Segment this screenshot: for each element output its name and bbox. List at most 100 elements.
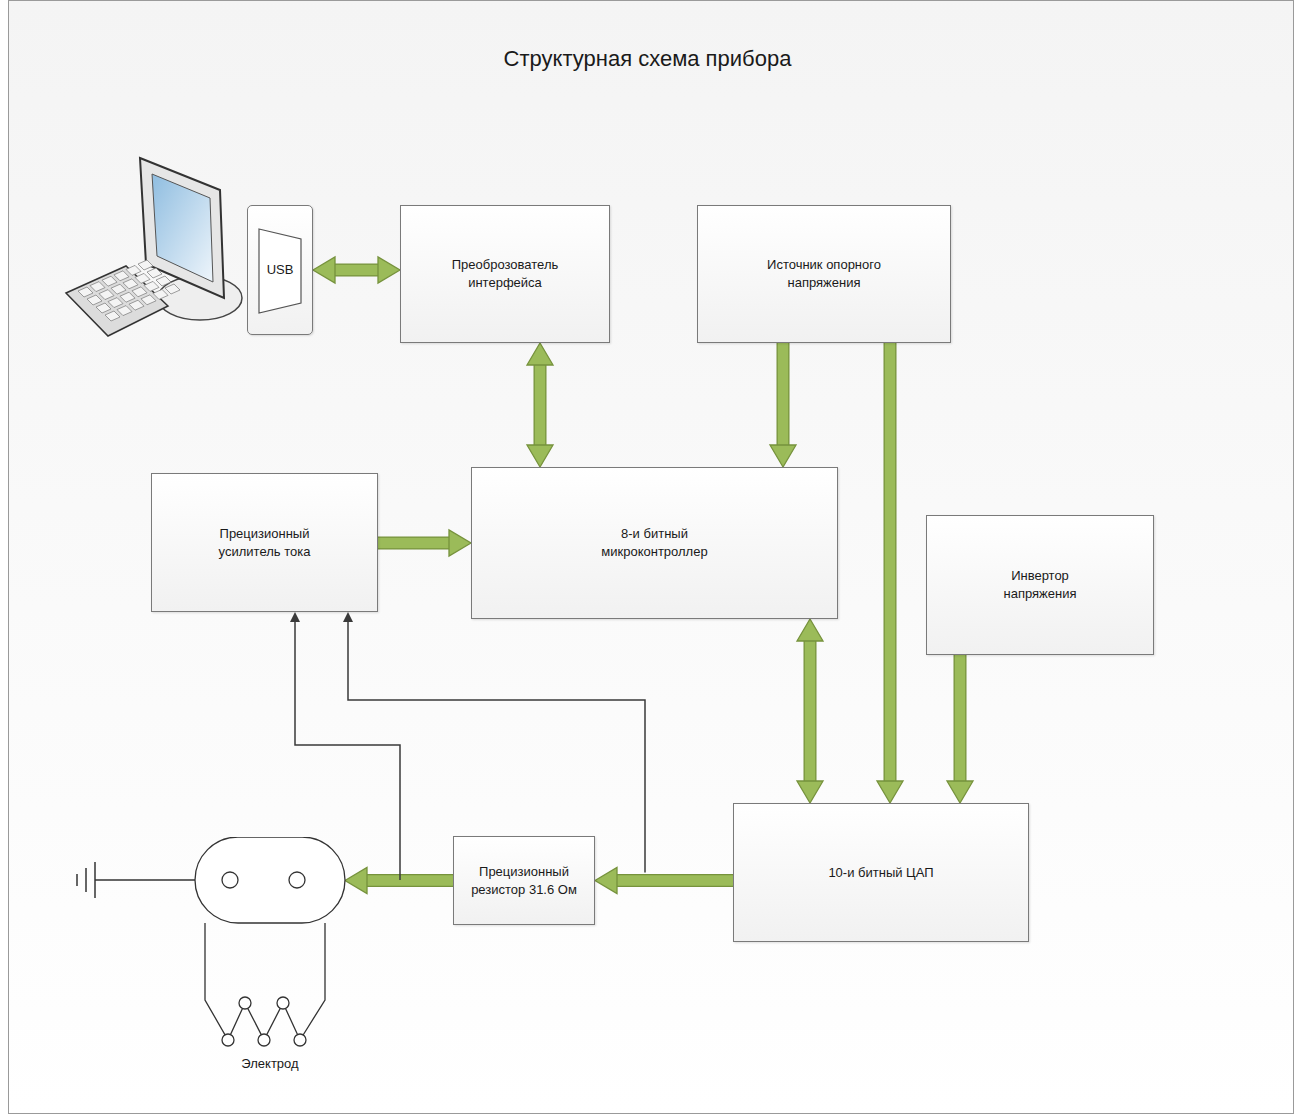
keyboard-key: [108, 298, 123, 308]
ground-bar: [94, 862, 96, 898]
bus-arrow-outline: [954, 655, 967, 783]
bus-arrow-shaft: [805, 639, 816, 783]
arrow-head: [313, 257, 335, 283]
signal-line: [343, 612, 645, 873]
keyboard-key: [99, 290, 114, 300]
box-label: Инвертор напряжения: [1000, 567, 1080, 602]
box-label: Преоброзователь интерфейса: [445, 256, 565, 291]
electrode-pin: [258, 1034, 270, 1046]
bus-arrow: [595, 868, 733, 894]
electrode-contact: [222, 872, 238, 888]
electrode-wire: [205, 923, 325, 1040]
arrow-head: [345, 868, 367, 894]
arrow-head: [947, 781, 973, 803]
bus-arrow: [797, 619, 823, 803]
ground-symbol: [77, 862, 195, 898]
keyboard-key: [156, 276, 171, 286]
electrode-pin: [222, 1034, 234, 1046]
arrow-head: [527, 343, 553, 365]
bus-arrow-shaft: [778, 343, 789, 447]
process-box: Прецизионный резистор 31.6 Ом: [453, 836, 595, 925]
keyboard-key: [117, 306, 132, 316]
page-frame: [9, 1, 1294, 1114]
usb-port: USB: [247, 205, 313, 335]
keyboard-key: [129, 300, 144, 310]
bus-arrow: [378, 530, 471, 556]
usb-socket-outline: [259, 229, 301, 313]
keyboard-key: [123, 279, 138, 289]
electrode-pin: [294, 1034, 306, 1046]
bus-arrow-shaft: [615, 875, 733, 886]
box-label: USB: [260, 261, 300, 279]
process-box: Инвертор напряжения: [926, 515, 1154, 655]
arrow-head: [797, 781, 823, 803]
diagram-title: Структурная схема прибора: [0, 46, 1295, 72]
bus-arrow: [313, 257, 400, 283]
keyboard-keys: [78, 260, 180, 321]
bus-arrow-outline: [615, 874, 733, 887]
bus-arrow-outline: [333, 264, 380, 277]
ground-bar: [85, 868, 87, 892]
process-box: Преоброзователь интерфейса: [400, 205, 610, 343]
bus-arrow-outline: [534, 363, 547, 447]
computer-icon: [66, 158, 242, 336]
bus-arrow: [770, 343, 796, 467]
bus-arrow-shaft: [333, 265, 380, 276]
box-label: Прецизионный резистор 31.6 Ом: [468, 863, 580, 898]
bus-arrow-outline: [804, 639, 817, 783]
arrow-head: [449, 530, 471, 556]
bus-arrow-shaft: [885, 343, 896, 783]
bus-arrow-shaft: [535, 363, 546, 447]
bus-arrow: [877, 343, 903, 803]
bus-arrow-shaft: [378, 538, 451, 549]
arrow-head: [770, 445, 796, 467]
box-label: 10-и битный ЦАП: [816, 864, 946, 882]
bus-arrow-outline: [365, 874, 453, 887]
ground-wire: [95, 879, 195, 881]
keyboard-key: [141, 295, 156, 305]
keyboard-key: [132, 287, 147, 297]
bus-arrow-outline: [378, 537, 451, 550]
box-label: Электрод: [210, 1055, 330, 1077]
keyboard-key: [102, 276, 117, 286]
keyboard-key: [114, 271, 129, 281]
electrode-pin: [277, 997, 289, 1009]
box-label: Прецизионный усилитель тока: [210, 525, 320, 560]
process-box: 8-и битный микроконтроллер: [471, 467, 838, 619]
process-box: Источник опорного напряжения: [697, 205, 951, 343]
keyboard-key: [78, 287, 93, 297]
bus-arrow-outline: [777, 343, 790, 447]
electrode-body: [195, 837, 345, 923]
arrow-head: [290, 612, 300, 622]
bus-arrow-shaft: [365, 875, 453, 886]
bus-arrow: [345, 868, 453, 894]
keyboard-key: [111, 284, 126, 294]
bus-arrow-outline: [884, 343, 897, 783]
arrow-head: [378, 257, 400, 283]
keyboard-key: [153, 289, 168, 299]
arrow-head: [343, 612, 353, 622]
arrow-head: [595, 868, 617, 894]
ground-bar: [76, 874, 78, 886]
electrode-contact: [289, 872, 305, 888]
box-label: Источник опорного напряжения: [759, 256, 889, 291]
box-label: 8-и битный микроконтроллер: [600, 525, 710, 560]
keyboard-key: [105, 311, 120, 321]
keyboard-key: [120, 292, 135, 302]
arrow-head: [797, 619, 823, 641]
keyboard-key: [126, 265, 141, 275]
electrode: Электрод: [185, 837, 355, 1077]
electrode-pin: [239, 997, 251, 1009]
keyboard-key: [165, 284, 180, 294]
arrow-head: [527, 445, 553, 467]
monitor-screen: [152, 174, 213, 282]
bus-arrow: [527, 343, 553, 467]
keyboard-key: [96, 303, 111, 313]
electrode-drawing: [185, 837, 355, 1077]
bus-arrow: [947, 655, 973, 803]
keyboard-key: [90, 282, 105, 292]
arrow-head: [877, 781, 903, 803]
keyboard-key: [144, 281, 159, 291]
